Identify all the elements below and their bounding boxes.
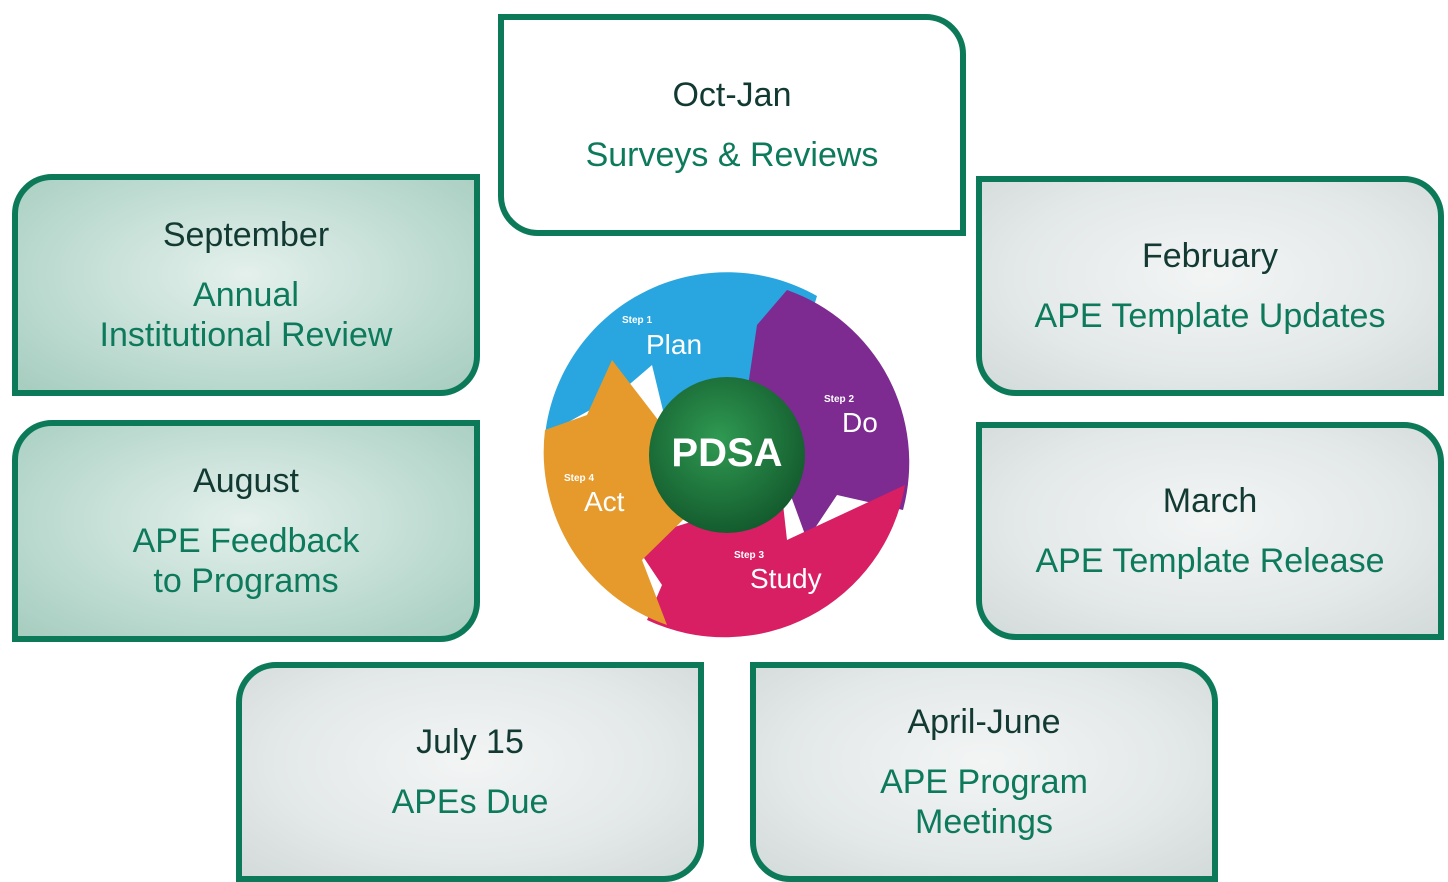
stage-month: Oct-Jan [672, 76, 792, 114]
do-name-label: Do [842, 407, 878, 438]
stage-description: APE Program Meetings [880, 762, 1088, 842]
stage-description: Surveys & Reviews [585, 136, 879, 174]
stage-description-line: APE Program Meetings [880, 763, 1088, 841]
stage-box-march: March APE Template Release [976, 422, 1444, 640]
stage-box-february: February APE Template Updates [976, 176, 1444, 396]
do-segment [747, 290, 910, 540]
stage-description: APE Feedback to Programs [132, 522, 360, 600]
stage-month: February [1141, 237, 1279, 275]
pdsa-hub-label: PDSA [671, 431, 782, 475]
act-step-label: Step 4 [564, 473, 594, 484]
plan-name-label: Plan [646, 329, 702, 360]
stage-box-august: August APE Feedback to Programs [12, 420, 480, 642]
do-step-label: Step 2 [824, 394, 854, 405]
stage-box-september: September Annual Institutional Review [12, 174, 480, 396]
stage-description: APEs Due [391, 783, 549, 821]
plan-step-label: Step 1 [622, 315, 652, 326]
study-name-label: Study [750, 563, 822, 594]
stage-month: July 15 [416, 723, 524, 761]
pdsa-hub [649, 377, 805, 533]
act-name-label: Act [584, 486, 625, 517]
stage-description: Annual Institutional Review [99, 276, 393, 354]
stage-box-oct-jan: Oct-Jan Surveys & Reviews [498, 14, 966, 236]
stage-month: April-June [907, 703, 1061, 741]
stage-month: August [193, 462, 299, 500]
stage-description: APE Template Updates [1034, 297, 1386, 335]
stage-month: March [1162, 482, 1258, 520]
stage-description: APE Template Release [1035, 542, 1385, 580]
stage-box-april-june: April-June APE Program Meetings [750, 662, 1218, 882]
pdsa-cycle-graphic: PDSA Step 1 Plan Step 2 Do Step 3 Study … [543, 272, 910, 638]
stage-box-july-15: July 15 APEs Due [236, 662, 704, 882]
study-step-label: Step 3 [734, 550, 764, 561]
stage-month: September [162, 216, 330, 254]
